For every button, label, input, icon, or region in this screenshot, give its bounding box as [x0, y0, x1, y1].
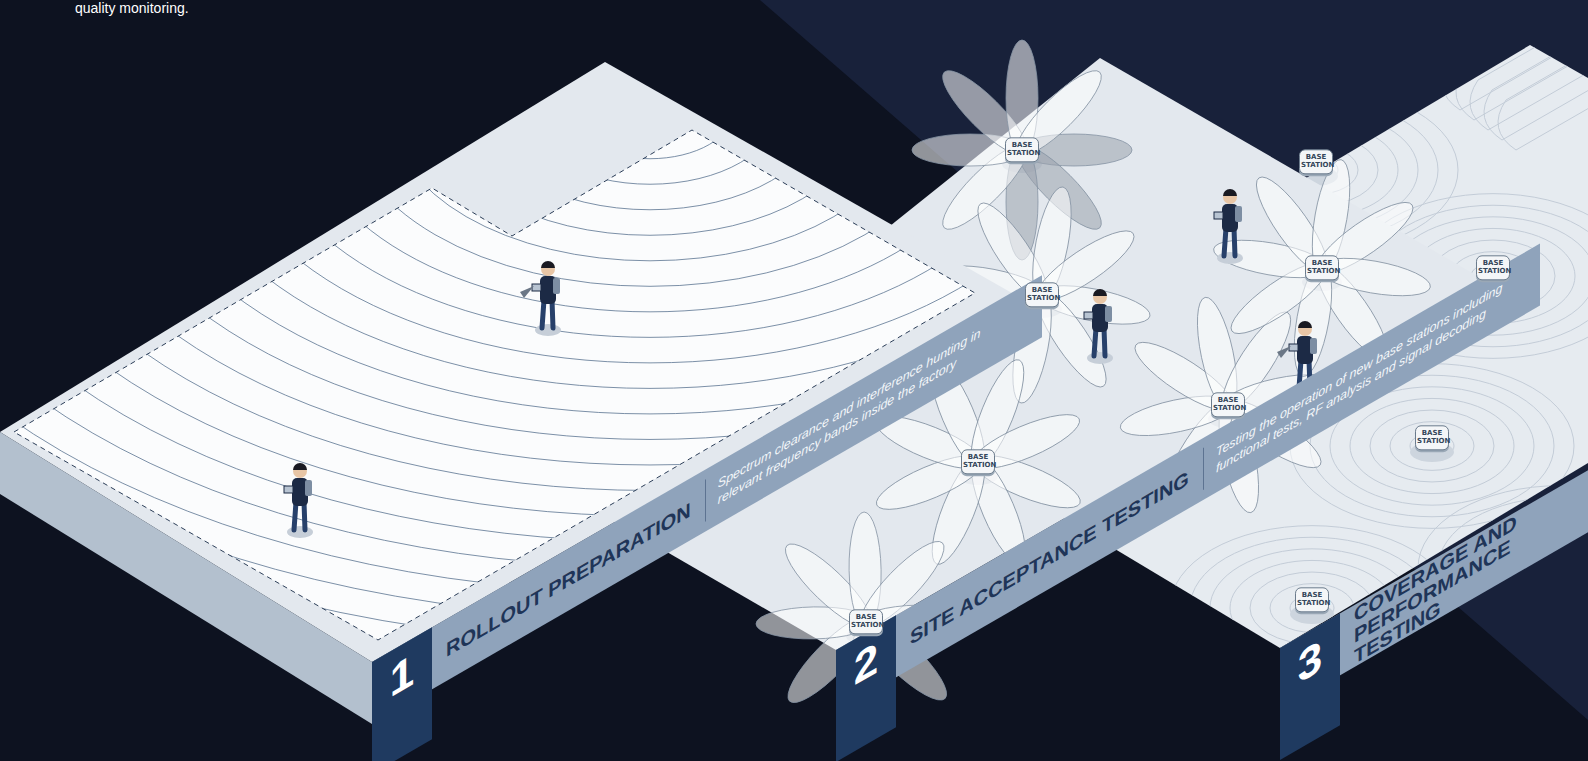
figure-tablet [1289, 344, 1298, 351]
base-station-label: BASE STATION [961, 449, 995, 474]
wavefront [434, 0, 866, 235]
coverage-ring [1538, 555, 1582, 581]
engineers [284, 261, 561, 538]
wavefront [0, 0, 1588, 669]
track-line [1498, 0, 1588, 150]
stage-title: COVERAGE AND PERFORMANCE TESTING [1340, 473, 1583, 676]
wavefront [258, 0, 1042, 337]
figure-hair [1223, 189, 1237, 196]
wavefront [478, 10, 822, 210]
figure-head [1298, 322, 1312, 336]
base-station-label: BASE STATION [1025, 282, 1059, 307]
engineer-figure [1084, 289, 1113, 364]
figure-tablet [532, 284, 541, 291]
figure-shadow [1087, 352, 1113, 364]
wavefront [610, 87, 690, 133]
engineer-figure [284, 463, 313, 538]
figure-shadow [1217, 252, 1243, 264]
stage-description: Spectrum clearance and interference hunt… [706, 298, 1030, 516]
base-station-label: BASE STATION [1305, 255, 1339, 280]
figure-legs [294, 502, 305, 530]
base-station-label: BASE STATION [1476, 255, 1510, 280]
stage-panel: 1ROLLOUT PREPARATIONSpectrum clearance a… [372, 275, 1042, 724]
survey-area [14, 130, 975, 640]
stage-description: Testing the operation of new base statio… [1204, 266, 1528, 484]
figure-legs [1094, 328, 1105, 356]
figure-hair [541, 261, 555, 268]
figure-backpack [1105, 306, 1112, 322]
figure-antenna [520, 286, 534, 298]
figure-head [1223, 190, 1237, 204]
figure-backpack [1235, 206, 1242, 222]
wavefront [302, 0, 998, 312]
engineer-figure [520, 261, 561, 336]
wavefront [126, 0, 1174, 414]
base-station-label: BASE STATION [1005, 137, 1039, 162]
figure-legs [542, 300, 553, 328]
figure-head [293, 464, 307, 478]
figure-backpack [553, 278, 560, 294]
wavefront [0, 0, 1526, 618]
base-station-label: BASE STATION [1299, 149, 1333, 174]
wavefront [522, 36, 778, 184]
stage-number: 1 [372, 627, 432, 761]
stage-panel: 3COVERAGE AND PERFORMANCE TESTING [1280, 457, 1588, 710]
wavefront [38, 0, 1262, 465]
figure-backpack [1310, 338, 1317, 354]
wavefront [0, 0, 1306, 490]
engineer-figure [1214, 189, 1243, 264]
text-fragment: quality monitoring. [75, 0, 189, 16]
figure-tablet [284, 486, 293, 493]
wavefront [566, 61, 734, 158]
wavefront [346, 0, 954, 286]
base-station-label: BASE STATION [1211, 392, 1245, 417]
divider-line [705, 479, 706, 522]
wavefront [82, 0, 1218, 439]
figure-head [1093, 290, 1107, 304]
base-station-label: BASE STATION [849, 609, 883, 634]
wavefront [214, 0, 1086, 363]
wavefront [390, 0, 910, 261]
base-station-label: BASE STATION [1415, 425, 1449, 450]
track-line [1442, 0, 1588, 110]
figure-tablet [1214, 212, 1223, 219]
wavefronts [0, 0, 1588, 669]
figure-tablet [1084, 312, 1093, 319]
divider-line [1203, 448, 1204, 491]
engineers [1084, 189, 1318, 396]
track-line [1470, 0, 1588, 130]
stage-number: 2 [836, 615, 896, 761]
figure-hair [1093, 289, 1107, 296]
figure-shadow [535, 324, 561, 336]
coverage-ring [1390, 422, 1474, 471]
track-line [1484, 0, 1588, 140]
stage-1-floor [0, 0, 1588, 724]
coverage-ring [1350, 398, 1514, 493]
survey-border [14, 130, 975, 640]
wavefront [0, 0, 1350, 516]
figure-head [541, 262, 555, 276]
figure-hair [293, 463, 307, 470]
wavefront [0, 0, 1570, 644]
coverage-ring [1370, 410, 1494, 482]
figure-hair [1298, 321, 1312, 328]
stage-panel: 2SITE ACCEPTANCE TESTINGTesting the oper… [836, 244, 1540, 712]
figure-backpack [305, 480, 312, 496]
base-station-label: BASE STATION [1295, 587, 1329, 612]
figure-shadow [287, 526, 313, 538]
stage-number: 3 [1280, 613, 1340, 760]
stage-title: ROLLOUT PREPARATION [432, 490, 705, 669]
stage-title: SITE ACCEPTANCE TESTING [896, 459, 1203, 657]
figure-legs [1224, 228, 1235, 256]
figure-antenna [1277, 346, 1291, 358]
